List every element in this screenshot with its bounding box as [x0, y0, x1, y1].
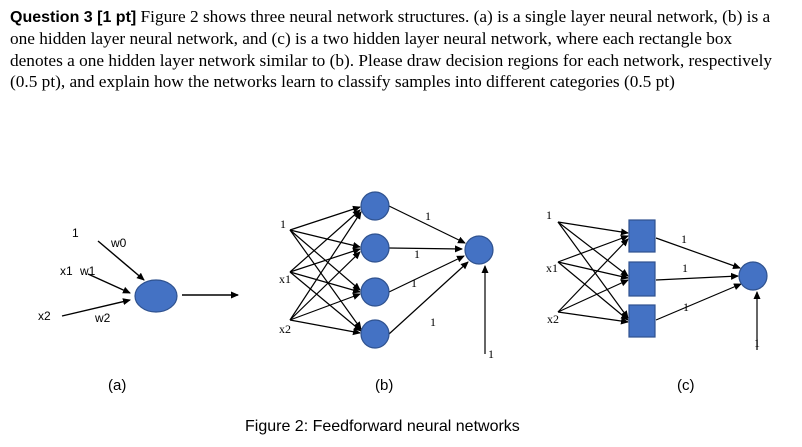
hidden-output-weight-b: 1	[414, 247, 420, 261]
input-x1-b: x1	[279, 272, 291, 286]
hidden-output-weight-b: 1	[430, 315, 436, 329]
edge-c	[557, 221, 629, 236]
hidden-output-weight-b: 1	[425, 209, 431, 223]
weight-w2-a: w2	[94, 311, 111, 325]
edge-c	[557, 261, 629, 280]
panel-label-a: (a)	[108, 377, 126, 394]
edge-c	[557, 235, 629, 263]
edge-c	[655, 272, 739, 281]
figure-caption: Figure 2: Feedforward neural networks	[245, 418, 520, 435]
edge-c	[557, 238, 629, 313]
edge-b	[388, 245, 463, 253]
hidden-output-weight-c: 1	[682, 261, 688, 275]
hidden-output-weight-c: 1	[683, 300, 689, 314]
hidden-box-c	[628, 304, 656, 338]
edge-bias-a	[97, 240, 145, 281]
edge-b	[289, 247, 361, 273]
edge-b	[289, 319, 361, 336]
panel-b: 1 x1 x2 1 1 1 1 1 (b)	[279, 191, 494, 394]
edge-b	[289, 293, 361, 321]
hidden-node-b	[360, 191, 390, 221]
edge-b	[289, 229, 362, 330]
input-bias-b: 1	[280, 217, 286, 231]
edge-x2-a	[61, 298, 131, 317]
panel-label-c: (c)	[677, 377, 695, 394]
edge-c	[557, 311, 629, 325]
question-body: Figure 2 shows three neural network stru…	[10, 7, 773, 91]
edge-b	[289, 229, 361, 249]
input-x2-b: x2	[279, 322, 291, 336]
edge-b	[289, 251, 361, 321]
output-bias-c: 1	[754, 336, 760, 350]
panel-a: 1 w0 x1 w1 x2 w2 (a)	[38, 226, 239, 394]
edge-c	[655, 283, 742, 321]
edge-b	[388, 205, 466, 244]
edge-b	[289, 205, 361, 231]
hidden-node-b	[360, 233, 390, 263]
edge-b	[289, 209, 361, 273]
bias-input-a: 1	[72, 226, 79, 240]
output-node-c	[738, 261, 768, 291]
hidden-node-b	[360, 319, 390, 349]
neuron-a	[134, 279, 178, 313]
output-node-b	[464, 235, 494, 265]
edge-b	[289, 211, 362, 321]
input-bias-c: 1	[546, 208, 552, 222]
hidden-box-c	[628, 261, 656, 297]
edges-input-hidden-c	[557, 221, 629, 325]
edge-c	[655, 237, 741, 269]
edge-x1-a	[87, 273, 131, 294]
edges-hidden-output-c	[655, 237, 761, 350]
output-bias-b: 1	[488, 347, 494, 361]
input-x2-a: x2	[38, 309, 51, 323]
edge-b	[388, 255, 465, 293]
input-x1-c: x1	[546, 261, 558, 275]
edges-hidden-output-b	[388, 205, 489, 354]
hidden-node-b	[360, 277, 390, 307]
panel-label-b: (b)	[375, 377, 393, 394]
input-x1-a: x1	[60, 264, 73, 278]
bias-weight-a: w0	[110, 236, 127, 250]
edges-input-hidden-b	[289, 205, 362, 336]
hidden-output-weight-b: 1	[411, 276, 417, 290]
question-label: Question 3 [1 pt]	[10, 9, 137, 26]
weight-w1-a: w1	[79, 264, 96, 278]
edge-b	[289, 271, 361, 294]
edge-c	[557, 261, 629, 321]
hidden-box-c	[628, 219, 656, 253]
question-text: Question 3 [1 pt] Figure 2 shows three n…	[10, 6, 780, 92]
hidden-output-weight-c: 1	[681, 232, 687, 246]
edge-c	[557, 279, 629, 313]
panel-c: 1 x1 x2 1 1 1 1 (c)	[546, 208, 768, 394]
input-x2-c: x2	[547, 312, 559, 326]
edge-b	[289, 271, 362, 332]
edge-b	[388, 261, 469, 335]
